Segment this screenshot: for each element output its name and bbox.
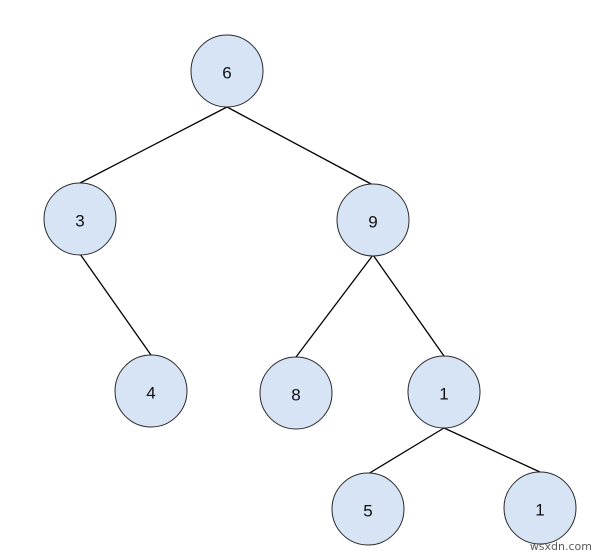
tree-node: 6 bbox=[190, 34, 264, 108]
edge-right-right-left bbox=[295, 254, 374, 358]
node-circle bbox=[114, 354, 188, 428]
node-circle bbox=[336, 183, 410, 257]
edge-right-right-right bbox=[372, 254, 445, 357]
node-label: 9 bbox=[368, 213, 377, 232]
node-circle bbox=[190, 34, 264, 108]
node-circle bbox=[259, 356, 333, 430]
tree-node: 1 bbox=[503, 471, 577, 545]
node-label: 8 bbox=[291, 386, 300, 405]
tree-node: 8 bbox=[259, 356, 333, 430]
tree-nodes: 6 3 9 4 8 1 5 1 bbox=[43, 34, 577, 546]
node-label: 3 bbox=[75, 212, 84, 231]
tree-node: 4 bbox=[114, 354, 188, 428]
tree-edges bbox=[79, 106, 541, 475]
node-circle bbox=[503, 471, 577, 545]
tree-node: 3 bbox=[43, 182, 117, 256]
edge-root-right bbox=[226, 106, 374, 186]
edge-right-right-rr-right bbox=[443, 427, 541, 473]
node-label: 5 bbox=[363, 502, 372, 521]
tree-node: 9 bbox=[336, 183, 410, 257]
node-circle bbox=[407, 355, 481, 429]
edge-root-left bbox=[79, 106, 228, 184]
node-circle bbox=[43, 182, 117, 256]
node-label: 1 bbox=[535, 501, 544, 520]
watermark-text: wsxdn.com bbox=[529, 540, 592, 553]
node-label: 6 bbox=[222, 64, 231, 83]
tree-node: 5 bbox=[331, 472, 405, 546]
edge-right-right-rr-left bbox=[367, 427, 445, 475]
node-circle bbox=[331, 472, 405, 546]
node-label: 1 bbox=[439, 385, 448, 404]
edge-left-left-right bbox=[79, 253, 152, 356]
tree-node: 1 bbox=[407, 355, 481, 429]
node-label: 4 bbox=[146, 384, 155, 403]
